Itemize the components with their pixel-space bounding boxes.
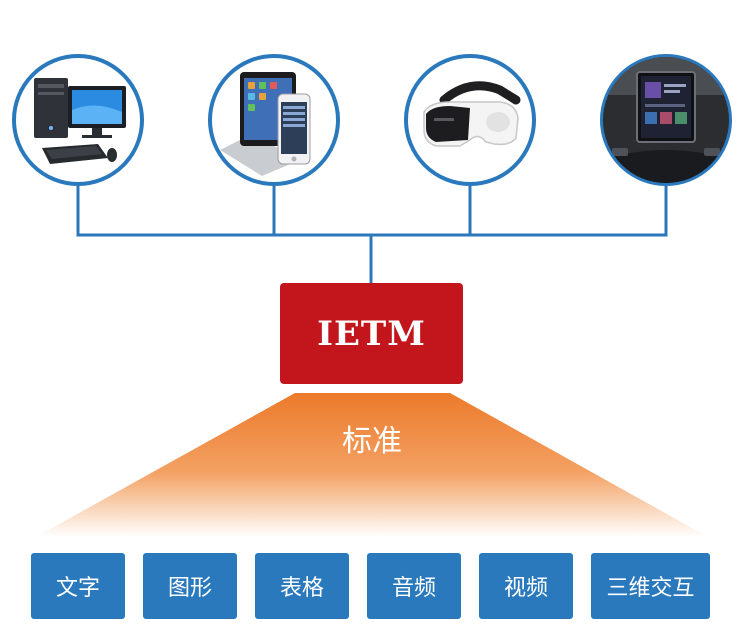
vr-headset-icon (404, 54, 536, 186)
ietm-label: IETM (317, 313, 426, 354)
ietm-box: IETM (280, 283, 463, 384)
media-label: 音频 (391, 576, 436, 601)
car-display-icon (600, 54, 732, 186)
media-box-audio: 音频 (367, 553, 461, 619)
media-label: 表格 (279, 576, 324, 601)
media-box-graphics: 图形 (143, 553, 237, 619)
media-box-video: 视频 (479, 553, 573, 619)
media-label: 图形 (167, 576, 212, 601)
standard-trapezoid (36, 393, 708, 537)
connector-lines (76, 184, 668, 283)
standard-label: 标准 (342, 424, 402, 459)
media-box-table: 表格 (255, 553, 349, 619)
media-box-3d-interaction: 三维交互 (591, 553, 710, 619)
tablet-phone-icon (208, 54, 340, 186)
media-box-text: 文字 (31, 553, 125, 619)
media-label: 视频 (503, 576, 548, 601)
media-label: 文字 (55, 576, 100, 601)
desktop-computer-icon (12, 54, 144, 186)
media-label: 三维交互 (606, 576, 695, 601)
